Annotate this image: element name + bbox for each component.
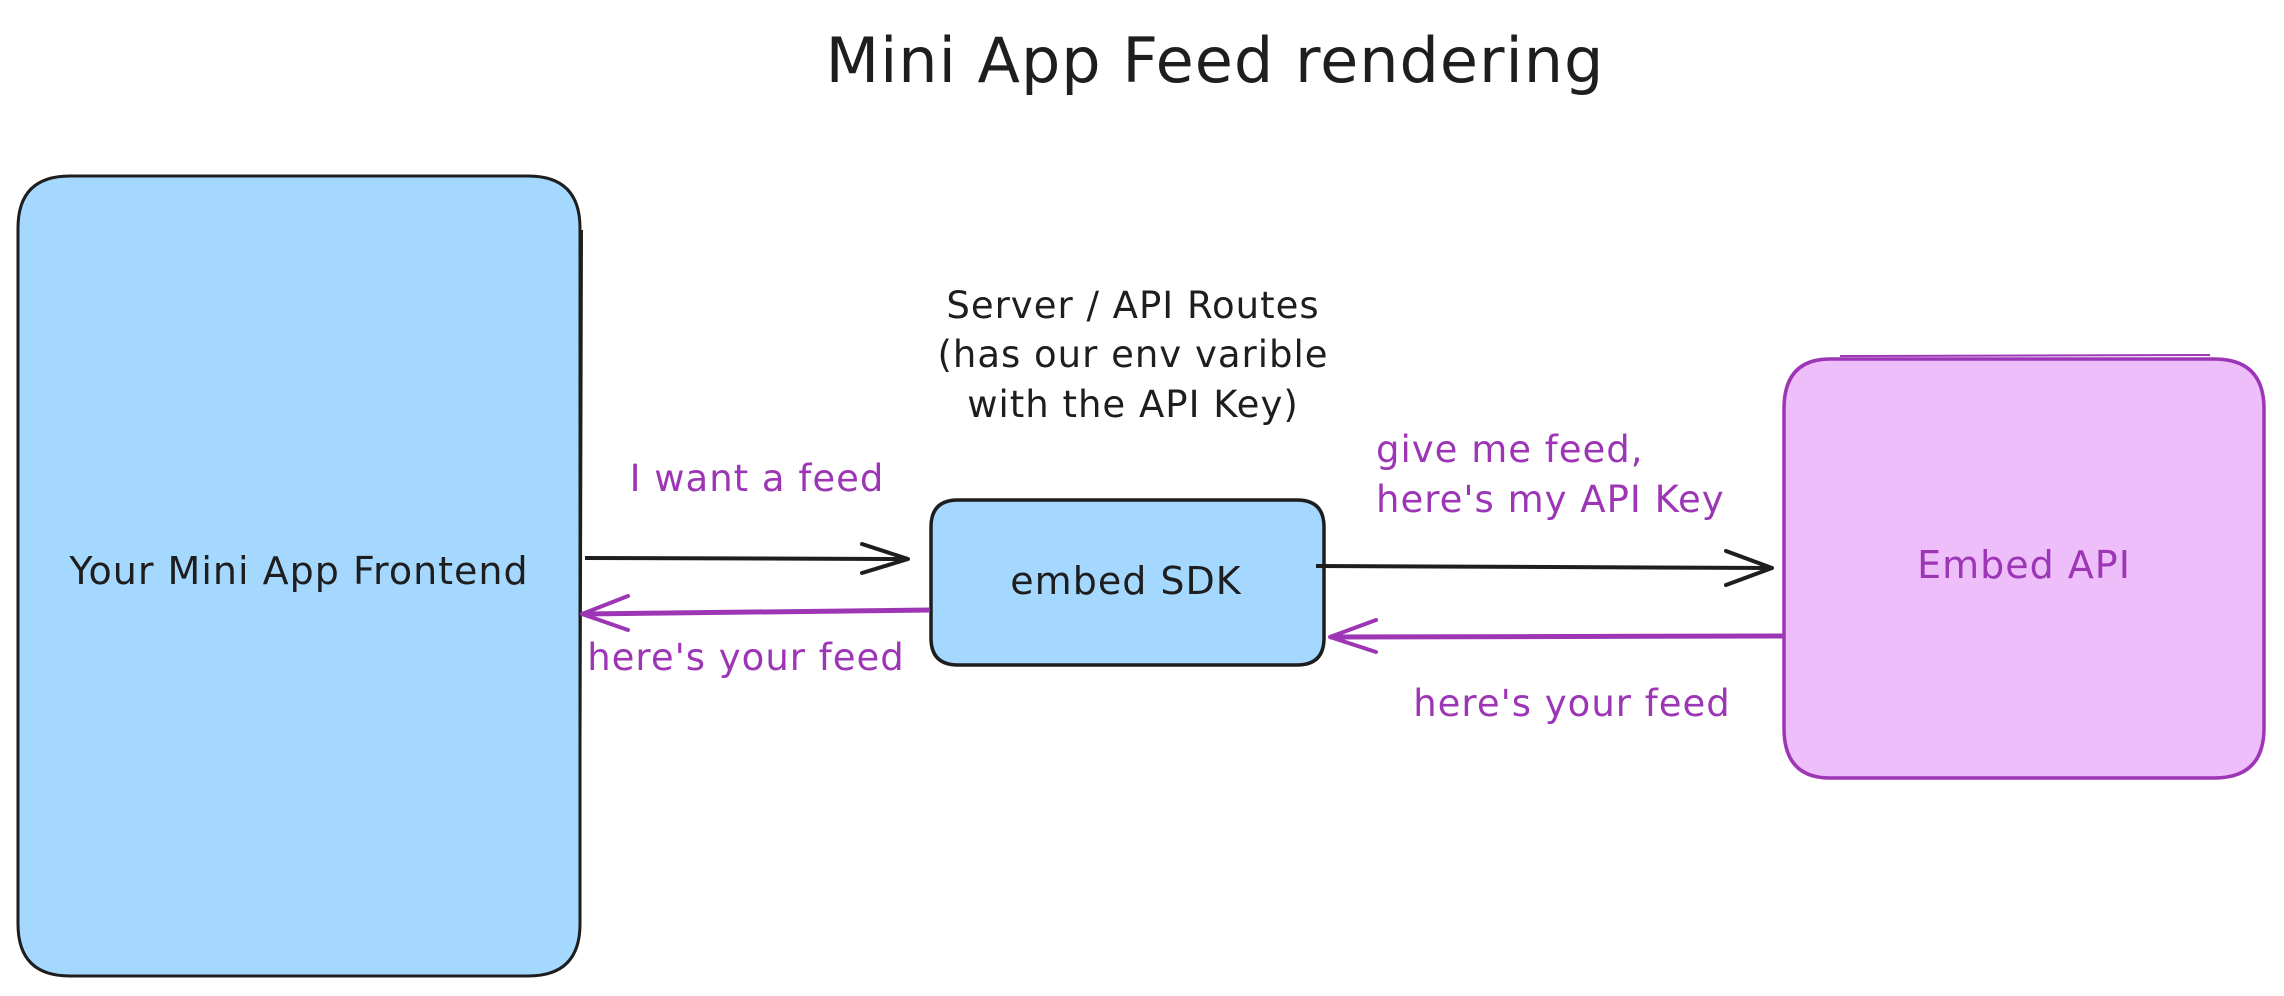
- request-feed-label: I want a feed: [630, 457, 885, 500]
- sdk-box: [929, 498, 1326, 667]
- return-feed-sdk-arrowhead: [1328, 618, 1378, 654]
- request-api-label-line-2: here's my API Key: [1376, 478, 1725, 521]
- frontend-label: Your Mini App Frontend: [68, 549, 528, 593]
- edge-return-feed-frontend: here's your feed: [580, 594, 931, 679]
- server-note-line-1: Server / API Routes: [946, 284, 1319, 327]
- return-feed-frontend-arrow: [583, 607, 931, 617]
- sdk-node: embed SDK: [929, 498, 1326, 667]
- embed-api-label: Embed API: [1917, 543, 2131, 587]
- embed-api-box: [1782, 357, 2266, 780]
- edge-return-feed-sdk: here's your feed: [1328, 618, 1785, 725]
- diagram-title: Mini App Feed rendering: [826, 24, 1605, 97]
- return-feed-frontend-label: here's your feed: [587, 636, 905, 679]
- return-feed-sdk-label: here's your feed: [1413, 682, 1731, 725]
- frontend-box: [16, 174, 582, 978]
- server-note-line-2: (has our env varible: [937, 333, 1328, 376]
- sdk-label: embed SDK: [1010, 559, 1241, 603]
- frontend-node: Your Mini App Frontend: [16, 174, 583, 978]
- edge-request-feed: I want a feed: [584, 457, 910, 575]
- embed-api-node: Embed API: [1782, 354, 2266, 780]
- return-feed-frontend-arrowhead: [580, 594, 630, 632]
- return-feed-sdk-arrow: [1329, 633, 1785, 640]
- request-api-arrowhead: [1724, 549, 1774, 587]
- request-api-label-line-1: give me feed,: [1376, 428, 1644, 471]
- edge-request-api: give me feed, here's my API Key: [1315, 428, 1774, 587]
- request-feed-arrow: [584, 556, 907, 561]
- request-api-arrow: [1315, 564, 1771, 570]
- request-feed-arrowhead: [860, 542, 910, 575]
- server-note-line-3: with the API Key): [967, 383, 1299, 426]
- server-note: Server / API Routes (has our env varible…: [937, 284, 1328, 426]
